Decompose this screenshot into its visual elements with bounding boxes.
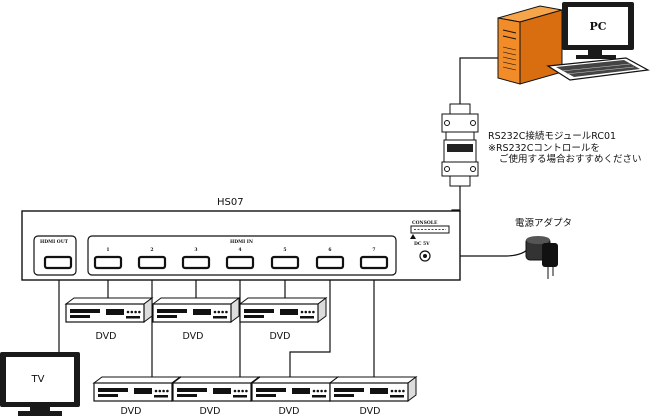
dvd-label: DVD <box>270 331 291 342</box>
power-adapter-label: 電源アダプタ <box>515 217 572 229</box>
dvd-label: DVD <box>200 406 221 416</box>
hdmi-in-label: HDMI IN <box>230 239 253 245</box>
cables <box>58 57 528 378</box>
rs232-title: RS232C接続モジュールRC01 <box>488 130 616 142</box>
hdmi-in-port <box>359 255 389 270</box>
hdmi-in-port-number: 4 <box>238 247 241 253</box>
pc-monitor: PC <box>562 2 634 59</box>
hdmi-in-port-number: 3 <box>194 247 197 253</box>
dvd-player: DVD <box>64 297 154 342</box>
power-jack-label: DC 5V <box>414 241 430 247</box>
hdmi-in-port <box>225 255 255 270</box>
pc-keyboard <box>546 57 650 81</box>
hdmi-in-port-number: 2 <box>150 247 153 253</box>
hdmi-in-port <box>181 255 211 270</box>
dvd-player: DVD <box>328 376 418 416</box>
hdmi-in-port-number: 7 <box>372 247 375 253</box>
switch-model-label: HS07 <box>217 197 244 208</box>
pc-serial-cable <box>459 57 500 105</box>
hdmi-in-port <box>93 255 123 270</box>
rs232-note-line2: ご使用する場合おすすめください <box>499 153 642 165</box>
dvd-player: DVD <box>92 376 182 416</box>
dvd-label: DVD <box>121 406 142 416</box>
dvd-player: DVD <box>250 376 340 416</box>
hdmi-out-port <box>43 255 73 270</box>
dvd-players: DVD DVD DVD DVD DVD DVD DVD <box>64 297 418 416</box>
dvd-label: DVD <box>279 406 300 416</box>
power-cable <box>428 249 528 257</box>
hdmi-out-label: HDMI OUT <box>40 239 69 245</box>
dvd-label: DVD <box>96 331 117 342</box>
tv: TV <box>0 352 80 416</box>
hdmi-in-port-number: 6 <box>328 247 331 253</box>
dvd-player: DVD <box>171 376 261 416</box>
pc-tower <box>497 5 563 85</box>
rs232-module <box>441 103 479 187</box>
pc-label: PC <box>589 20 606 33</box>
dvd-label: DVD <box>183 331 204 342</box>
console-label: CONSOLE <box>412 220 438 226</box>
dvd6-cable <box>289 270 331 378</box>
hdmi-in-port-number: 1 <box>106 247 109 253</box>
pc: PC <box>497 2 650 85</box>
dvd-player: DVD <box>151 297 241 342</box>
tv-label: TV <box>31 374 45 385</box>
hdmi-in-port <box>315 255 345 270</box>
hdmi-in-port-number: 5 <box>283 247 286 253</box>
hdmi-in-port <box>270 255 300 270</box>
power-adapter <box>525 236 558 279</box>
hdmi-in-ports: 1 2 3 4 5 6 7 <box>93 247 389 270</box>
hdmi-in-port <box>137 255 167 270</box>
dvd-player: DVD <box>238 297 328 342</box>
hs07-switch: HDMI OUT HDMI IN 1 2 3 4 5 6 7 CONSOLE DC 5V <box>21 210 461 281</box>
rs232-note-line1: ※RS232Cコントロールを <box>488 143 600 154</box>
dvd-label: DVD <box>360 406 381 416</box>
